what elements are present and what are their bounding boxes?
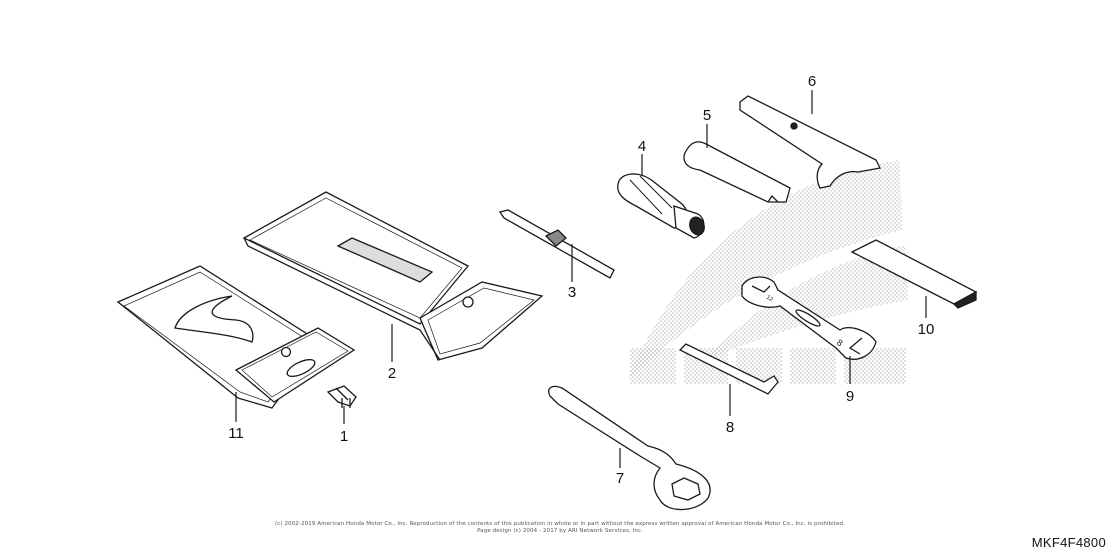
callout-9[interactable]: 9 <box>846 388 854 405</box>
part-4-screwdriver-handle[interactable] <box>617 173 707 239</box>
copyright-notice: (c) 2002-2019 American Honda Motor Co., … <box>275 521 845 527</box>
leader-lines <box>235 90 927 468</box>
callout-4[interactable]: 4 <box>638 138 646 155</box>
part-11-tool-pouch[interactable] <box>116 265 356 409</box>
callout-2[interactable]: 2 <box>388 365 396 382</box>
diagram-code: MKF4F4800 <box>1031 535 1106 550</box>
callout-8[interactable]: 8 <box>726 419 734 436</box>
part-6-hook-wrench[interactable] <box>739 95 881 189</box>
callout-6[interactable]: 6 <box>808 73 816 90</box>
callout-3[interactable]: 3 <box>568 284 576 301</box>
part-9-open-end-wrench[interactable] <box>741 276 877 360</box>
part-3-screwdriver-blade[interactable] <box>498 209 615 279</box>
part-7-ring-spanner[interactable] <box>548 385 711 511</box>
part-8-hex-key[interactable] <box>678 343 779 395</box>
part-10-handle-grip[interactable] <box>850 239 978 309</box>
callout-1[interactable]: 1 <box>340 428 348 445</box>
part-5-flat-handle[interactable] <box>683 141 791 203</box>
part-1-clip[interactable] <box>326 385 357 408</box>
wrench-size-mark-large: 8 <box>835 337 845 348</box>
callout-11[interactable]: 11 <box>228 425 244 442</box>
callout-10[interactable]: 10 <box>918 321 935 338</box>
callout-7[interactable]: 7 <box>616 470 624 487</box>
part-2-tool-bag[interactable] <box>242 191 544 361</box>
page-design-credit: Page design (c) 2004 - 2017 by ARI Netwo… <box>477 528 643 534</box>
wrench-size-mark-small: 12 <box>765 295 774 304</box>
callout-5[interactable]: 5 <box>703 107 711 124</box>
callout-labels: 1 2 3 4 5 6 7 8 9 10 11 <box>228 73 934 487</box>
